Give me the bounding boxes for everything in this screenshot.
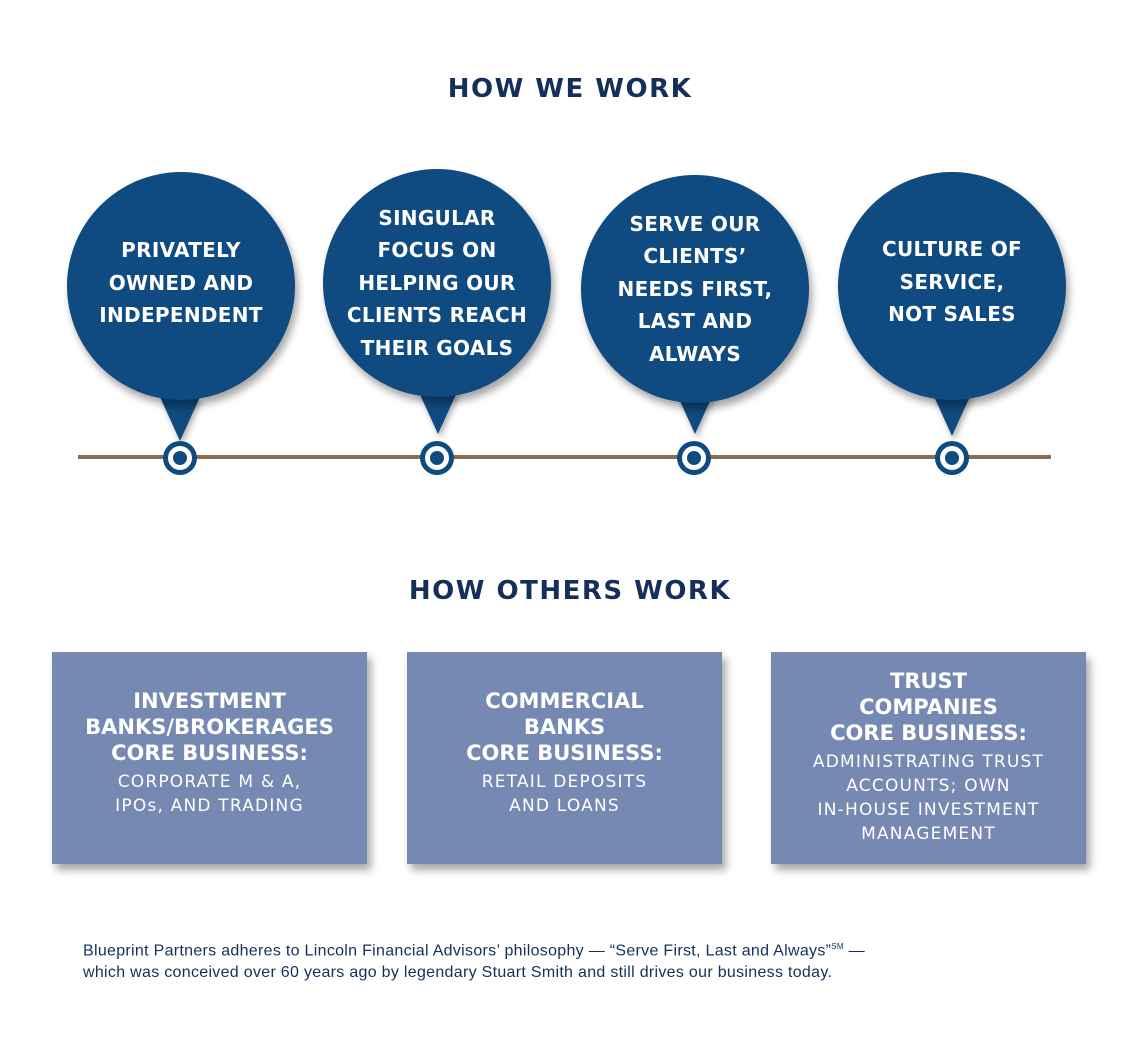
footnote-text: — bbox=[843, 942, 865, 960]
footnote-line-1: Blueprint Partners adheres to Lincoln Fi… bbox=[83, 936, 1043, 962]
bubble-singular-focus bbox=[323, 169, 551, 397]
card-title: INVESTMENT BANKS/BROKERAGES CORE BUSINES… bbox=[85, 689, 334, 765]
footnote-line-2: which was conceived over 60 years ago by… bbox=[83, 964, 833, 982]
timeline-node-dot bbox=[945, 451, 959, 465]
card-body: CORPORATE M & A, IPOs, AND TRADING bbox=[115, 772, 304, 816]
timeline-node-dot bbox=[687, 451, 701, 465]
bubble-culture-of-service bbox=[838, 172, 1066, 400]
bubble-culture-of-service-text: CULTURE OF SERVICE, NOT SALES bbox=[838, 168, 1066, 396]
bubble-privately-owned bbox=[67, 172, 295, 400]
how-we-work-heading: HOW WE WORK bbox=[447, 74, 693, 104]
card-title: COMMERCIAL BANKS CORE BUSINESS: bbox=[466, 689, 663, 765]
card-commercial-banks: COMMERCIAL BANKS CORE BUSINESS: RETAIL D… bbox=[407, 652, 722, 864]
bubble-serve-clients-text: SERVE OUR CLIENTS’ NEEDS FIRST, LAST AND… bbox=[581, 175, 809, 403]
bubble-label: PRIVATELY OWNED AND INDEPENDENT bbox=[99, 238, 263, 328]
bubble-privately-owned-text: PRIVATELY OWNED AND INDEPENDENT bbox=[67, 169, 295, 397]
bubble-label: CULTURE OF SERVICE, NOT SALES bbox=[882, 237, 1022, 327]
bubble-serve-clients bbox=[581, 175, 809, 403]
card-title: TRUST COMPANIES CORE BUSINESS: bbox=[830, 669, 1027, 745]
how-others-work-heading: HOW OTHERS WORK bbox=[408, 576, 732, 606]
bubble-singular-focus-text: SINGULAR FOCUS ON HELPING OUR CLIENTS RE… bbox=[323, 169, 551, 397]
footnote: Blueprint Partners adheres to Lincoln Fi… bbox=[83, 936, 1043, 984]
card-investment-banks: INVESTMENT BANKS/BROKERAGES CORE BUSINES… bbox=[52, 652, 367, 864]
timeline-node-dot bbox=[430, 451, 444, 465]
bubble-pointer bbox=[418, 390, 458, 434]
card-body: RETAIL DEPOSITS AND LOANS bbox=[481, 772, 648, 816]
timeline-line bbox=[78, 455, 1051, 459]
timeline-node bbox=[935, 441, 969, 475]
card-trust-companies: TRUST COMPANIES CORE BUSINESS: ADMINISTR… bbox=[771, 652, 1086, 864]
card-body: ADMINISTRATING TRUST ACCOUNTS; OWN IN-HO… bbox=[812, 752, 1045, 844]
timeline-node-dot bbox=[173, 451, 187, 465]
bubble-label: SINGULAR FOCUS ON HELPING OUR CLIENTS RE… bbox=[346, 205, 528, 360]
bubble-label: SERVE OUR CLIENTS’ NEEDS FIRST, LAST AND… bbox=[617, 211, 773, 366]
bubble-pointer bbox=[160, 397, 200, 441]
footnote-text: Blueprint Partners adheres to Lincoln Fi… bbox=[83, 942, 832, 960]
service-mark: SM bbox=[831, 942, 844, 951]
